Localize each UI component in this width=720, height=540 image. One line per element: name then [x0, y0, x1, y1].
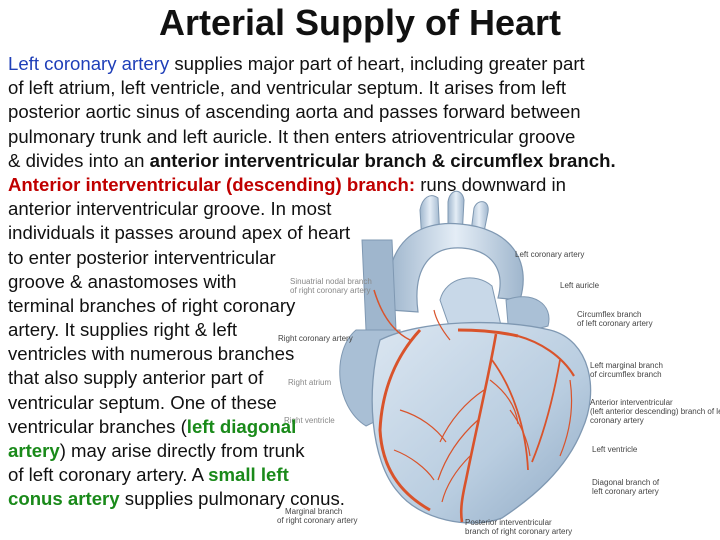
text-line: terminal branches of right coronary	[8, 294, 296, 316]
label-diagonal-2: left coronary artery	[592, 487, 659, 496]
diagonal-vessel	[491, 359, 529, 471]
text-span: runs downward in	[415, 173, 566, 195]
term-small-left: small left	[208, 464, 289, 486]
ventricles	[371, 321, 592, 524]
text-line: posterior aortic sinus of ascending aort…	[8, 101, 581, 123]
label-sinuatrial-nodal-1: Sinuatrial nodal branch	[290, 277, 372, 286]
label-left-ventricle: Left ventricle	[592, 445, 638, 454]
text-line: of left coronary artery. A small left	[8, 463, 713, 487]
label-anterior-iv-2: (left anterior descending) branch of lef…	[590, 407, 720, 416]
text-span: ) may arise directly from trunk	[59, 440, 305, 461]
label-sinuatrial-nodal-2: of right coronary artery	[290, 286, 371, 295]
term-left-diagonal: left diagonal	[186, 415, 297, 437]
text-line: pulmonary trunk and left auricle. It the…	[8, 125, 576, 147]
label-anterior-iv-3: coronary artery	[590, 416, 644, 425]
anterior-interventricular-vessel	[459, 333, 498, 523]
term-anterior-interventricular: Anterior interventricular (descending) b…	[8, 173, 416, 195]
text-span: ventricular branches (	[8, 415, 187, 437]
left-marginal-vessel	[531, 359, 561, 463]
label-left-marginal-1: Left marginal branch	[590, 361, 663, 370]
label-right-atrium: Right atrium	[288, 378, 332, 387]
label-left-marginal-2: of circumflex branch	[590, 370, 662, 379]
term-left-coronary-artery: Left coronary artery	[8, 53, 170, 74]
page-title: Arterial Supply of Heart	[158, 2, 562, 43]
heart-diagram	[339, 190, 592, 524]
term-conus-artery: conus artery	[8, 488, 120, 510]
text-line: ventricular septum. One of these	[8, 391, 277, 413]
text-line: anterior interventricular groove. In mos…	[8, 198, 332, 220]
label-left-auricle: Left auricle	[560, 281, 600, 290]
label-anterior-iv-1: Anterior interventricular	[590, 398, 673, 407]
left-coronary-artery-vessel	[457, 328, 519, 338]
small-branches	[393, 309, 573, 503]
text-line: of left atrium, left ventricle, and vent…	[8, 77, 567, 99]
circumflex-vessel	[517, 334, 575, 377]
text-span: of left coronary artery. A	[8, 464, 209, 486]
label-circumflex-1: Circumflex branch	[577, 310, 642, 319]
label-marginal-rca-1: Marginal branch	[285, 507, 343, 516]
text-line: conus artery supplies pulmonary conus.	[8, 487, 713, 511]
label-circumflex-2: of left coronary artery	[577, 319, 653, 328]
body-text: Left coronary artery supplies major part…	[8, 52, 713, 512]
label-marginal-rca-2: of right coronary artery	[277, 516, 358, 525]
text-line: artery. It supplies right & left	[8, 319, 238, 341]
right-coronary-artery-vessel	[378, 328, 431, 512]
text-line: ventricles with numerous branches	[8, 343, 295, 365]
label-posterior-iv-1: Posterior interventricular	[465, 518, 552, 527]
label-diagonal-1: Diagonal branch of	[592, 478, 660, 487]
text-line: individuals it passes around apex of hea…	[8, 222, 351, 244]
label-right-ventricle: Right ventricle	[284, 416, 335, 425]
text-line: groove & anastomoses with	[8, 270, 237, 292]
label-left-coronary-artery: Left coronary artery	[515, 250, 585, 259]
term-artery: artery	[8, 440, 60, 461]
text-line: artery) may arise directly from trunk	[8, 439, 713, 463]
text-line: Left coronary artery supplies major part…	[8, 52, 713, 76]
text-line: Anterior interventricular (descending) b…	[8, 173, 713, 197]
text-line: that also supply anterior part of	[8, 367, 264, 389]
term-branches: anterior interventricular branch & circu…	[149, 149, 616, 171]
text-span: supplies major part of heart, including …	[169, 53, 585, 74]
label-posterior-iv-2: branch of right coronary artery	[465, 527, 573, 536]
text-line: & divides into an anterior interventricu…	[8, 149, 713, 173]
text-span: supplies pulmonary conus.	[119, 488, 345, 510]
text-line: ventricular branches (left diagonal	[8, 415, 713, 439]
sinuatrial-branch-vessel	[373, 289, 411, 341]
heart-illustration	[270, 180, 720, 540]
text-line: to enter posterior interventricular	[8, 246, 276, 268]
text-span: & divides into an	[8, 149, 150, 171]
label-right-coronary-artery: Right coronary artery	[278, 334, 353, 343]
